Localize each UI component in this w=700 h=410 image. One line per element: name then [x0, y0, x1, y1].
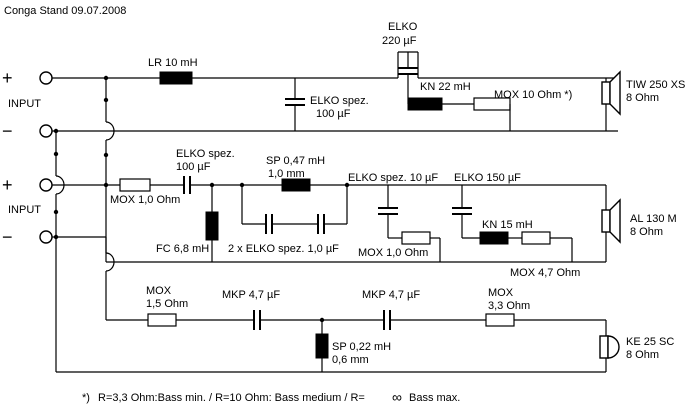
input1-plus: + [2, 68, 13, 88]
label-elko-150: ELKO 150 µF [454, 172, 521, 184]
speaker-ke-25-sc [599, 335, 609, 359]
label-lr: LR 10 mH [148, 57, 198, 69]
speaker-al-130-m-cone [609, 198, 621, 244]
wire-hop [105, 252, 115, 272]
junction-dot [103, 97, 109, 103]
junction-dot [239, 182, 245, 188]
inductor-fc-6-8mh [205, 211, 219, 241]
label-speaker-1: TIW 250 XS [626, 79, 685, 91]
label-mid-speaker-2: 8 Ohm [630, 226, 663, 238]
input2-minus: − [2, 227, 13, 247]
label-elko-top-1: ELKO [388, 21, 418, 33]
label-mox-3-3-b: 3,3 Ohm [488, 300, 530, 312]
label-mid-elko-spez-1: ELKO spez. [176, 148, 235, 160]
input2-label: INPUT [8, 204, 41, 216]
label-fc: FC 6,8 mH [156, 243, 209, 255]
input2-terminal-minus[interactable] [39, 230, 53, 244]
input1-label: INPUT [8, 98, 41, 110]
label-elko-spez-1: ELKO spez. [310, 95, 369, 107]
footnote-mark: *) [82, 392, 90, 404]
input2-terminal-plus[interactable] [39, 178, 53, 192]
label-sp-0-22-a: SP 0,22 mH [332, 341, 391, 353]
speaker-tiw-250-xs [601, 81, 611, 105]
resistor-mox-4-7-ohm [521, 231, 551, 245]
resistor-mox-1-0-ohm [119, 178, 151, 192]
inductor-sp-047mh [281, 178, 311, 192]
inductor-kn-22mh [407, 97, 443, 111]
resistor-mox-1-0-ohm-b [401, 231, 431, 245]
input2-plus: + [2, 175, 13, 195]
footnote-infinity: ∞ [392, 389, 402, 405]
label-mox-1-5-b: 1,5 Ohm [146, 298, 188, 310]
label-elko-pair: 2 x ELKO spez. 1,0 µF [228, 243, 339, 255]
resistor-mox-1-5-ohm [147, 313, 177, 327]
label-tweeter-2: 8 Ohm [626, 349, 659, 361]
resistor-mox-3-3-ohm [485, 313, 515, 327]
junction-dot [53, 151, 59, 157]
label-elko-spez-2: 100 µF [316, 108, 351, 120]
label-mox-4-7: MOX 4,7 Ohm [510, 267, 580, 279]
junction-dot [53, 234, 59, 240]
label-sp-0-22-b: 0,6 mm [332, 354, 369, 366]
label-mid-elko-spez-2: 100 µF [176, 161, 211, 173]
speaker-ke-25-sc-dome [607, 335, 620, 359]
label-mox-1-5-a: MOX [146, 285, 172, 297]
junction-dot [319, 317, 325, 323]
input1-terminal-plus[interactable] [39, 71, 53, 85]
label-mid-speaker-1: AL 130 M [630, 213, 677, 225]
junction-dot [344, 182, 350, 188]
label-elko-10: ELKO spez. 10 µF [348, 172, 438, 184]
wire-hop [55, 175, 65, 195]
input1-terminal-minus[interactable] [39, 124, 53, 138]
junction-dot [53, 209, 59, 215]
diagram-title: Conga Stand 09.07.2008 [4, 5, 126, 17]
label-mox-3-3-a: MOX [488, 287, 514, 299]
label-mkp-a: MKP 4,7 µF [222, 289, 280, 301]
junction-dot [103, 152, 109, 158]
label-kn-15: KN 15 mH [482, 219, 533, 231]
inductor-lr-10mh [159, 71, 193, 85]
footnote-text: R=3,3 Ohm:Bass min. / R=10 Ohm: Bass med… [98, 392, 365, 404]
input1-minus: − [2, 121, 13, 141]
label-kn: KN 22 mH [420, 81, 471, 93]
label-sp-2: 1,0 mm [268, 168, 305, 180]
label-mox-1-b: MOX 1,0 Ohm [358, 247, 428, 259]
junction-dot [103, 182, 109, 188]
label-speaker-2: 8 Ohm [626, 92, 659, 104]
label-elko-top-2: 220 µF [382, 35, 417, 47]
inductor-kn-15mh [479, 231, 509, 245]
speaker-tiw-250-xs-cone [609, 70, 621, 116]
label-tweeter-1: KE 25 SC [626, 336, 674, 348]
footnote-tail: Bass max. [409, 392, 460, 404]
label-mkp-b: MKP 4,7 µF [362, 289, 420, 301]
label-mox-10: MOX 10 Ohm *) [494, 89, 572, 101]
junction-dot [209, 182, 215, 188]
wire-hop [105, 121, 115, 141]
label-mid-mox-in: MOX 1,0 Ohm [110, 194, 180, 206]
junction-dot [103, 75, 109, 81]
speaker-al-130-m [601, 209, 611, 233]
label-sp-1: SP 0,47 mH [266, 155, 325, 167]
inductor-sp-0-22mh [315, 333, 329, 359]
junction-dot [53, 128, 59, 134]
